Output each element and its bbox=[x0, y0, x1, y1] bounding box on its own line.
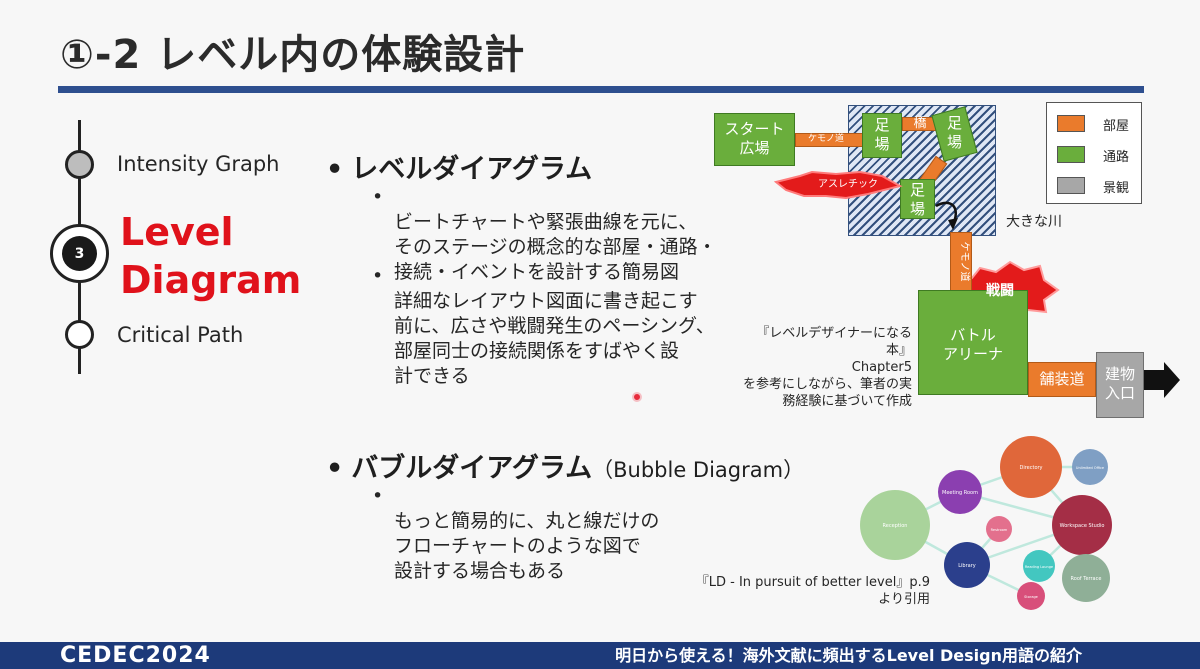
title-underline bbox=[58, 86, 1144, 93]
bubble-reception bbox=[860, 490, 930, 560]
bullet-bubble-diagram-1: •もっと簡易的に、丸と線だけの フローチャートのような図で 設計する場合もある bbox=[372, 485, 660, 582]
bubble-restroom bbox=[986, 516, 1012, 542]
timeline-label-intensity-graph: Intensity Graph bbox=[117, 152, 280, 176]
building-entrance bbox=[1096, 352, 1144, 418]
building-entrance-label: 建物 入口 bbox=[1104, 365, 1135, 402]
bullet-level-diagram-2: •詳細なレイアウト図面に書き起こす 前に、広さや戦闘発生のペーシング、 部屋同士… bbox=[372, 265, 715, 387]
bullet-bubble-diagram-1-text: もっと簡易的に、丸と線だけの フローチャートのような図で 設計する場合もある bbox=[394, 510, 660, 582]
battle-label: 戦闘 bbox=[986, 283, 1014, 299]
paved-road-label: 舗装道 bbox=[1039, 370, 1085, 388]
footer-session-title: 明日から使える！海外文献に頻出するLevel Design用語の紹介 bbox=[615, 646, 1082, 665]
timeline-label-level-diagram: Level Diagram bbox=[120, 210, 302, 302]
bubble-meeting-room bbox=[938, 470, 982, 514]
bubble-label: Reception bbox=[883, 523, 908, 529]
legend-label-room: 部屋 bbox=[1103, 119, 1130, 134]
legend-swatch-room bbox=[1057, 115, 1085, 132]
heading-bubble-diagram-text: バブルダイアグラム bbox=[351, 453, 593, 484]
note-book-source: 『レベルデザイナーになる本』 Chapter5 を参考にしながら、筆者の実 務経… bbox=[742, 326, 912, 409]
bubble-label: Library bbox=[958, 563, 976, 569]
entrance-arrow bbox=[1144, 362, 1180, 398]
start-plaza bbox=[714, 113, 795, 166]
heading-bubble-diagram: •バブルダイアグラム（Bubble Diagram） bbox=[326, 453, 805, 484]
kemono-road-1-label: ケモノ道 bbox=[808, 134, 845, 144]
scaffold-1 bbox=[862, 113, 902, 158]
bullet-level-diagram-2-text: 詳細なレイアウト図面に書き起こす 前に、広さや戦闘発生のペーシング、 部屋同士の… bbox=[394, 290, 715, 387]
bubble-reading-lounge bbox=[1023, 550, 1055, 582]
scaffold-1-label: 足 場 bbox=[874, 116, 890, 153]
bullet-level-diagram-1-text: ビートチャートや緊張曲線を元に、 そのステージの概念的な部屋・通路・ 接続・イベ… bbox=[394, 211, 717, 283]
cedec-logo: CEDEC2024 bbox=[60, 643, 211, 668]
bubble-label: Restroom bbox=[991, 528, 1008, 532]
river-label: 大きな川 bbox=[1006, 214, 1062, 230]
athletic-label: アスレチック bbox=[818, 179, 878, 190]
heading-bubble-diagram-english: （Bubble Diagram） bbox=[592, 458, 805, 482]
bubble-workspace-studio bbox=[1052, 495, 1112, 555]
bubble-label: Unlimited Office bbox=[1076, 466, 1104, 470]
legend-box: 部屋 通路 景観 bbox=[1046, 102, 1142, 204]
scaffold-3-label: 足 場 bbox=[909, 181, 925, 218]
paved-road bbox=[1028, 362, 1096, 397]
legend-label-path: 通路 bbox=[1103, 150, 1130, 165]
legend-label-scenery: 景観 bbox=[1103, 181, 1130, 196]
start-plaza-label: スタート 広場 bbox=[724, 120, 785, 157]
timeline-node-upcoming bbox=[65, 320, 94, 349]
bubble-storage bbox=[1017, 582, 1045, 610]
bubble-unlimited-office bbox=[1072, 449, 1108, 485]
bubble-roof-terrace bbox=[1062, 554, 1110, 602]
bubble-label: Storage bbox=[1024, 595, 1038, 599]
bubble-label: Roof Terrace bbox=[1071, 576, 1102, 582]
bubble-label: Workspace Studio bbox=[1060, 523, 1105, 529]
kemono-road-2-label: ケモノ道 bbox=[958, 241, 970, 282]
bubble-library bbox=[944, 542, 990, 588]
slide-title: ①-2 レベル内の体験設計 bbox=[60, 32, 526, 78]
legend-swatch-path bbox=[1057, 146, 1085, 163]
bubble-directory bbox=[1000, 436, 1062, 498]
battle-arena bbox=[918, 290, 1028, 395]
timeline-node-current: 3 bbox=[50, 224, 109, 283]
timeline-node-number: 3 bbox=[62, 236, 97, 271]
bubble-label: Directory bbox=[1019, 465, 1042, 471]
bullet-level-diagram-1: •ビートチャートや緊張曲線を元に、 そのステージの概念的な部屋・通路・ 接続・イ… bbox=[372, 186, 717, 283]
bridge-label: 橋 bbox=[913, 116, 927, 131]
heading-level-diagram-text: レベルダイアグラム bbox=[351, 154, 593, 185]
timeline-node-completed bbox=[65, 150, 94, 179]
footer-bar: CEDEC2024 明日から使える！海外文献に頻出するLevel Design用… bbox=[0, 642, 1200, 669]
legend-swatch-scenery bbox=[1057, 177, 1085, 194]
battle-arena-label: バトル アリーナ bbox=[942, 326, 1003, 363]
scaffold-2-label: 足 場 bbox=[946, 114, 962, 151]
heading-level-diagram: •レベルダイアグラム bbox=[326, 154, 593, 185]
timeline-label-critical-path: Critical Path bbox=[117, 323, 244, 347]
note-bubble-source: 『LD - In pursuit of better level』p.9 より引… bbox=[695, 575, 930, 607]
bubble-label: Meeting Room bbox=[942, 490, 978, 496]
bubble-label: Reading Lounge bbox=[1025, 565, 1053, 569]
laser-pointer bbox=[632, 392, 642, 402]
